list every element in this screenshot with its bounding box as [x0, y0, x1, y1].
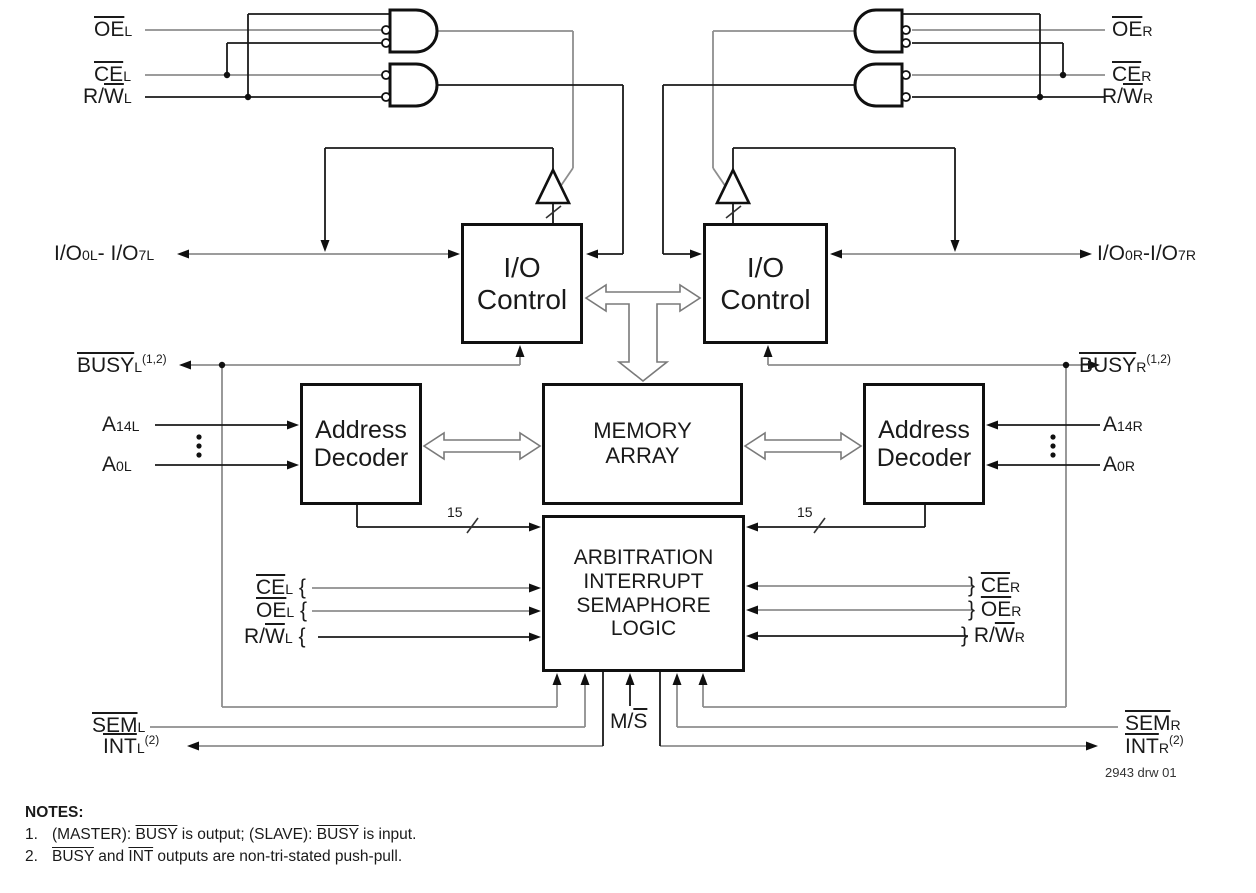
label-oe-left: OEL — [94, 18, 133, 41]
notes-list: 1.(MASTER): BUSY is output; (SLAVE): BUS… — [25, 826, 416, 866]
arbitration-logic-label: INTERRUPT — [583, 569, 704, 593]
address-decoder-right-label: Address — [878, 416, 970, 444]
label-oe-left-arb: OEL { — [256, 599, 308, 622]
address-decoder-right-label: Decoder — [876, 444, 972, 472]
note-number: 1. — [25, 826, 38, 843]
decoder-memory-bus-arrow-left — [422, 431, 542, 461]
address-decoder-left-label: Decoder — [313, 444, 409, 472]
control-gates-left — [381, 8, 439, 108]
label-sem-left: SEML — [92, 714, 146, 737]
and-gate-left-bottom — [388, 62, 439, 108]
notes-section: NOTES: 1.(MASTER): BUSY is output; (SLAV… — [25, 804, 416, 870]
decoder-memory-bus-arrow-right — [743, 431, 863, 461]
output-buffer-left — [534, 167, 572, 219]
junction-dots — [218, 71, 1070, 369]
notes-heading: NOTES: — [25, 804, 84, 821]
note-number: 2. — [25, 848, 38, 865]
label-oe-right: OER — [1112, 18, 1153, 41]
label-int-left: INTL(2) — [103, 733, 160, 758]
bus-width-right: 15 — [797, 504, 813, 520]
label-int-right: INTR(2) — [1125, 733, 1184, 758]
control-gates-right — [853, 8, 911, 108]
and-gate-right-bottom — [853, 62, 904, 108]
label-a14-left: A14L — [102, 413, 140, 436]
wires-black — [145, 13, 1105, 746]
io-control-left-label: I/O — [503, 252, 541, 284]
label-oe-right-arb: } OER — [968, 598, 1022, 621]
label-busy-left: BUSYL(1,2) — [77, 352, 167, 377]
wires-gray — [145, 29, 1118, 747]
arbitration-logic-label: ARBITRATION — [573, 546, 714, 570]
io-control-left-label: Control — [476, 283, 568, 315]
arbitration-logic-label: LOGIC — [610, 617, 677, 641]
label-io-left: I/O0L- I/O7L — [54, 242, 155, 265]
address-ellipsis-dots — [196, 434, 1056, 458]
arbitration-logic-label: SEMAPHORE — [576, 593, 711, 617]
memory-array-label: ARRAY — [605, 443, 680, 468]
label-ce-left: CEL — [94, 63, 132, 86]
address-decoder-left-label: Address — [315, 416, 407, 444]
bus-slash-left — [466, 517, 479, 534]
label-ce-right-arb: } CER — [968, 574, 1021, 597]
label-rw-left-arb: R/WL { — [244, 625, 306, 648]
label-a0-left: A0L — [102, 453, 132, 476]
hollow-bus-arrows — [422, 283, 863, 461]
arrowheads — [177, 240, 1100, 751]
and-gate-left-top — [388, 8, 439, 54]
label-io-right: I/O0R-I/O7R — [1097, 242, 1196, 265]
note-item: 2.BUSY and INT outputs are non-tri-state… — [25, 848, 403, 865]
label-sem-right: SEMR — [1125, 712, 1181, 735]
label-a14-right: A14R — [1103, 413, 1143, 436]
label-busy-right: BUSYR(1,2) — [1079, 352, 1171, 377]
io-control-right-label: I/O — [746, 252, 785, 284]
label-a0-right: A0R — [1103, 453, 1135, 476]
label-rw-right: R/WR — [1102, 85, 1153, 108]
io-to-memory-bus-arrow — [584, 283, 702, 383]
drawing-number: 2943 drw 01 — [1105, 765, 1177, 780]
io-control-right-label: Control — [720, 283, 811, 315]
label-master-slave: M/S — [610, 710, 648, 733]
memory-array-label: MEMORY — [593, 418, 692, 444]
bus-slash-right — [813, 517, 826, 534]
bus-width-left: 15 — [447, 504, 463, 520]
output-buffer-right — [714, 167, 752, 219]
note-item: 1.(MASTER): BUSY is output; (SLAVE): BUS… — [25, 826, 417, 843]
label-ce-left-arb: CEL { — [256, 576, 306, 599]
label-ce-right: CER — [1112, 63, 1152, 86]
label-rw-right-arb: } R/WR — [961, 624, 1025, 647]
label-rw-left: R/WL — [83, 85, 132, 108]
and-gate-right-top — [853, 8, 904, 54]
